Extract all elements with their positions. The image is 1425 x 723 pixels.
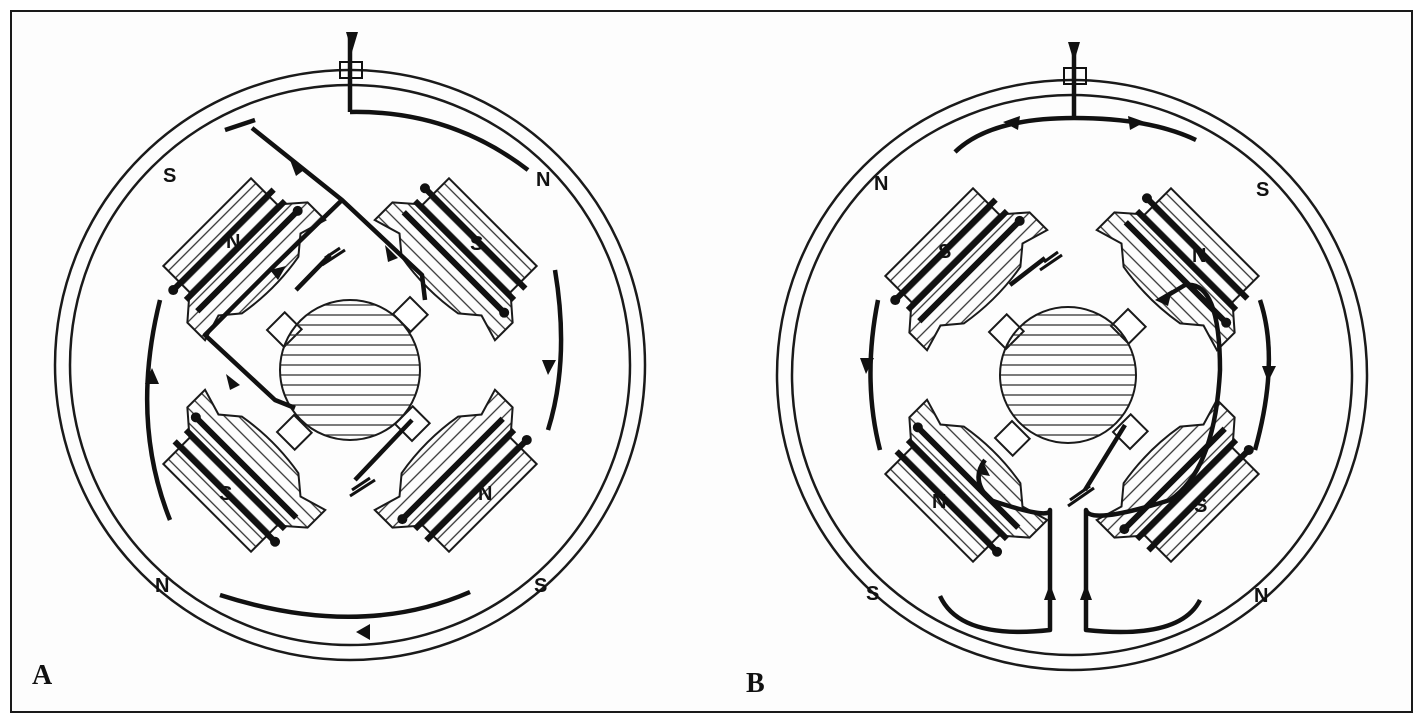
- direction-arrows-a: [145, 32, 556, 640]
- pole-label-b-tr-outer: S: [1256, 179, 1269, 201]
- direction-arrows-b: [860, 42, 1276, 600]
- pole-label-b-tl-outer: N: [874, 173, 888, 195]
- pole-label-a-bl-outer: N: [155, 575, 169, 597]
- armature-a: [265, 295, 432, 452]
- pole-label-b-tl-inner: S: [938, 241, 951, 263]
- pole-label-a-br-outer: S: [534, 575, 547, 597]
- pole-label-a-tl-outer: S: [163, 165, 176, 187]
- pole-label-a-tr-outer: N: [536, 169, 550, 191]
- pole-label-b-bl-outer: S: [866, 583, 879, 605]
- pole-label-b-tr-inner: N: [1192, 245, 1206, 267]
- armature-b: [987, 306, 1150, 458]
- pole-label-b-bl-inner: N: [932, 491, 946, 513]
- pole-label-a-br-inner: N: [478, 483, 492, 505]
- current-path-a: [144, 32, 564, 620]
- current-path-b: [868, 42, 1272, 635]
- motor-b: N S S N S N N S: [775, 42, 1369, 672]
- motor-a: S N N S N S S N: [53, 32, 647, 662]
- brush-grounds-a: [321, 246, 376, 498]
- pole-label-a-bl-inner: S: [219, 483, 232, 505]
- pole-label-a-tr-inner: S: [470, 233, 483, 255]
- pole-label-a-tl-inner: N: [226, 231, 240, 253]
- panel-label-b: B: [746, 668, 765, 699]
- brush-grounds-b: [1039, 250, 1095, 508]
- pole-label-b-br-inner: S: [1194, 495, 1207, 517]
- pole-label-b-br-outer: N: [1254, 585, 1268, 607]
- figure-frame: [10, 10, 1413, 713]
- panel-label-a: A: [32, 660, 53, 691]
